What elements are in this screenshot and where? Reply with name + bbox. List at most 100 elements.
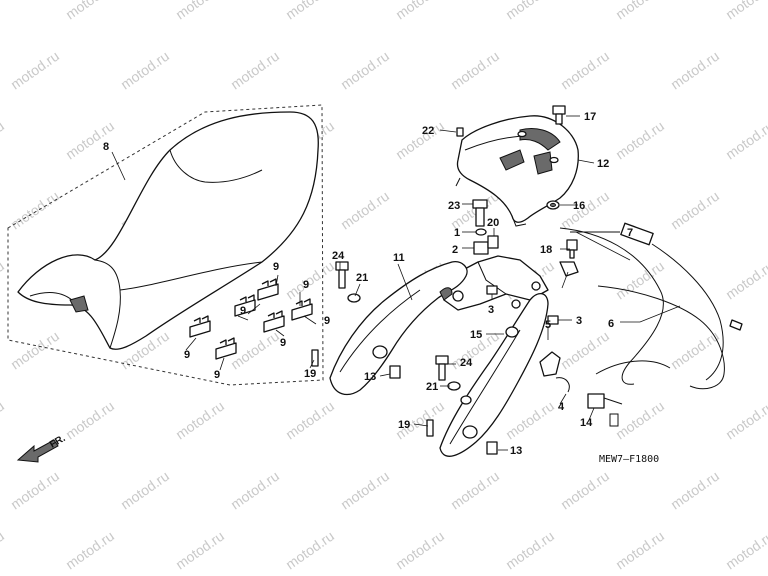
seat-group-frame [7, 104, 324, 386]
watermark-text: motod.ru [613, 118, 667, 163]
callout-24: 24 [460, 357, 473, 369]
seat-lock-cable [559, 222, 724, 385]
callout-11: 11 [393, 252, 405, 264]
callout-17: 17 [584, 111, 596, 123]
watermark-text: motod.ru [393, 528, 447, 573]
watermark-text: motod.ru [0, 118, 7, 163]
watermark-text: motod.ru [723, 258, 768, 303]
watermark-text: motod.ru [338, 188, 392, 233]
watermark-text: motod.ru [613, 528, 667, 573]
callout-9: 9 [240, 305, 246, 317]
callout-2: 2 [452, 244, 458, 256]
watermark-text: motod.ru [8, 188, 62, 233]
callout-9: 9 [273, 261, 279, 273]
front-marker-label: FR. [48, 433, 68, 451]
callout-18: 18 [540, 244, 552, 256]
fasteners [311, 105, 566, 455]
callout-21: 21 [356, 272, 368, 284]
watermark-text: motod.ru [448, 48, 502, 93]
watermark-text: motod.ru [63, 398, 117, 443]
callout-9: 9 [280, 337, 286, 349]
callout-4: 4 [558, 401, 565, 413]
callout-13: 13 [364, 371, 376, 383]
watermark-text: motod.ru [228, 48, 282, 93]
watermark-text: motod.ru [558, 468, 612, 513]
watermark-text: motod.ru [558, 328, 612, 373]
watermark-text: motod.ru [723, 398, 768, 443]
callout-1: 1 [454, 227, 460, 239]
callout-8: 8 [103, 141, 109, 153]
callout-22: 22 [422, 125, 434, 137]
watermark-text: motod.ru [8, 468, 62, 513]
seat-lock-assembly [539, 239, 623, 427]
callout-19: 19 [398, 419, 410, 431]
callout-9: 9 [303, 279, 309, 291]
watermark-text: motod.ru [283, 398, 337, 443]
watermark-text: motod.ru [338, 48, 392, 93]
watermark-text: motod.ru [63, 528, 117, 573]
watermark-text: motod.ru [723, 118, 768, 163]
watermark-text: motod.ru [613, 258, 667, 303]
callout-24: 24 [332, 250, 345, 262]
watermark-text: motod.ru [668, 468, 722, 513]
callout-9: 9 [324, 315, 330, 327]
watermark-text: motod.ru [8, 328, 62, 373]
watermark-text: motod.ru [723, 528, 768, 573]
callout-21: 21 [426, 381, 438, 393]
watermark-text: motod.ru [173, 398, 227, 443]
watermark-text: motod.ru [118, 468, 172, 513]
callout-15: 15 [470, 329, 482, 341]
helmet-holder-cable [595, 285, 743, 390]
watermark-text: motod.ru [668, 188, 722, 233]
callout-7: 7 [627, 227, 633, 239]
watermark-text: motod.ru [283, 258, 337, 303]
watermark-text: motod.ru [283, 0, 337, 22]
watermark-text: motod.ru [613, 398, 667, 443]
watermark-text: motod.ru [723, 0, 768, 22]
callout-9: 9 [184, 349, 190, 361]
right-side-cover [439, 293, 549, 457]
watermark-text: motod.ru [8, 48, 62, 93]
front-arrow: FR. [16, 433, 68, 463]
watermark-text: motod.ru [173, 528, 227, 573]
watermark-text: motod.ru [393, 118, 447, 163]
diagram-code: MEW7—F1800 [599, 454, 659, 465]
callout-19: 19 [304, 368, 316, 380]
watermark-text: motod.ru [338, 468, 392, 513]
watermark-text: motod.ru [503, 0, 557, 22]
rear-center-cowl [455, 115, 579, 227]
watermark-text: motod.ru [503, 528, 557, 573]
watermark-text: motod.ru [0, 0, 7, 22]
callout-6: 6 [608, 318, 614, 330]
callout-3: 3 [576, 315, 582, 327]
callout-23: 23 [448, 200, 460, 212]
seat [17, 111, 319, 350]
callout-20: 20 [487, 217, 499, 229]
watermark-text: motod.ru [393, 0, 447, 22]
left-side-cover [329, 261, 468, 396]
watermark-text: motod.ru [63, 0, 117, 22]
callout-12: 12 [597, 158, 609, 170]
watermark-text: motod.ru [283, 528, 337, 573]
callout-14: 14 [580, 417, 593, 429]
leader-lines [111, 115, 681, 451]
watermark-text: motod.ru [613, 0, 667, 22]
callout-3: 3 [488, 304, 494, 316]
watermark-text: motod.ru [448, 468, 502, 513]
callout-5: 5 [545, 319, 551, 331]
callout-13: 13 [510, 445, 522, 457]
watermark-text: motod.ru [503, 398, 557, 443]
watermark-text: motod.ru [0, 398, 7, 443]
watermark-text: motod.ru [0, 258, 7, 303]
seat-cushion-pads [189, 278, 313, 360]
watermark-text: motod.ru [173, 0, 227, 22]
watermark-text: motod.ru [668, 48, 722, 93]
watermark-text: motod.ru [228, 468, 282, 513]
watermark-text: motod.ru [118, 48, 172, 93]
callout-16: 16 [573, 200, 585, 212]
watermark-text: motod.ru [0, 528, 7, 573]
watermark-text: motod.ru [558, 48, 612, 93]
